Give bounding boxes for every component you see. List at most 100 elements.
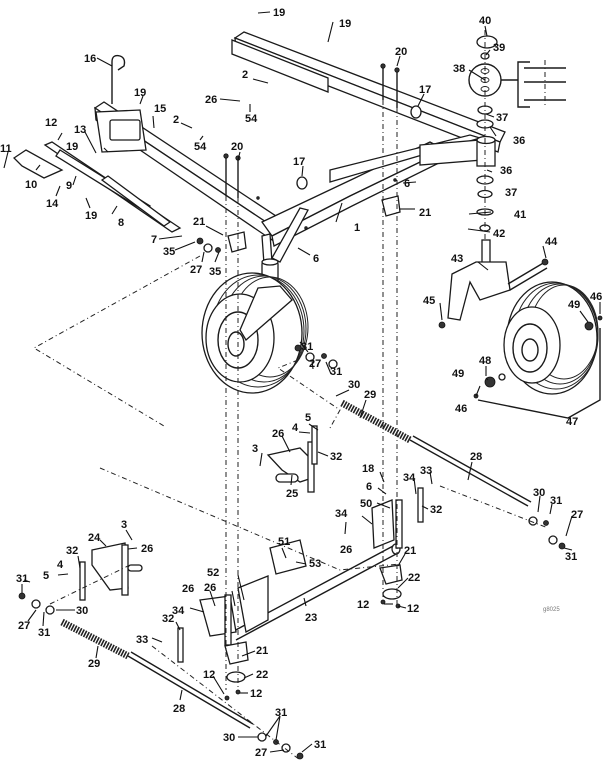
callout-4: 4 (57, 559, 64, 571)
callout-22: 22 (408, 572, 420, 584)
callout-32: 32 (330, 451, 342, 463)
callout-33: 33 (136, 634, 148, 646)
callout-49: 49 (568, 299, 580, 311)
callout-45: 45 (423, 295, 435, 307)
callout-17: 17 (419, 84, 431, 96)
caster-fork-right (438, 239, 549, 329)
callout-26: 26 (141, 543, 153, 555)
bumper-17-left (296, 176, 308, 190)
clamps (224, 195, 403, 683)
callout-37: 37 (505, 187, 517, 199)
callout-15: 15 (154, 103, 166, 115)
phantom-lines (32, 30, 549, 761)
callout-27: 27 (309, 358, 321, 370)
callout-31: 31 (301, 341, 313, 353)
callout-21: 21 (404, 545, 416, 557)
callout-50: 50 (360, 498, 372, 510)
callout-2: 2 (242, 69, 248, 81)
callout-19: 19 (85, 210, 97, 222)
callout-6: 6 (366, 481, 372, 493)
callout-31: 31 (550, 495, 562, 507)
callout-51: 51 (278, 536, 290, 548)
callout-39: 39 (493, 42, 505, 54)
callout-30: 30 (348, 379, 360, 391)
callout-20: 20 (395, 46, 407, 58)
callout-34: 34 (403, 472, 416, 484)
callout-41: 41 (514, 209, 526, 221)
callout-31: 31 (565, 551, 577, 563)
callout-29: 29 (364, 389, 376, 401)
callout-35: 35 (209, 266, 221, 278)
callout-26: 26 (272, 428, 284, 440)
callout-23: 23 (305, 612, 317, 624)
callout-3: 3 (121, 519, 127, 531)
callout-12: 12 (407, 603, 419, 615)
callout-31: 31 (275, 707, 287, 719)
callout-19: 19 (273, 7, 285, 19)
link-plates-32 (79, 425, 424, 663)
callout-26: 26 (340, 544, 352, 556)
callout-3: 3 (252, 443, 258, 455)
lever-arms (91, 441, 403, 646)
callout-9: 9 (66, 180, 72, 192)
callout-21: 21 (256, 645, 268, 657)
callout-27: 27 (255, 747, 267, 759)
hitch-assembly (12, 54, 182, 233)
callout-6: 6 (313, 253, 319, 265)
callout-14: 14 (46, 198, 59, 210)
callout-8: 8 (118, 217, 124, 229)
callout-24: 24 (88, 532, 101, 544)
callout-6: 6 (404, 178, 410, 190)
callout-43: 43 (451, 253, 463, 265)
callout-4: 4 (292, 422, 299, 434)
callout-16: 16 (84, 53, 96, 65)
callout-22: 22 (256, 669, 268, 681)
callout-13: 13 (74, 124, 86, 136)
callout-46: 46 (455, 403, 467, 415)
callout-34: 34 (335, 508, 348, 520)
callout-53: 53 (309, 558, 321, 570)
callout-26: 26 (205, 94, 217, 106)
callout-26: 26 (204, 582, 216, 594)
callout-33: 33 (420, 465, 432, 477)
callout-29: 29 (88, 658, 100, 670)
callout-30: 30 (223, 732, 235, 744)
rods-28 (127, 435, 532, 729)
callout-31: 31 (314, 739, 326, 751)
callout-12: 12 (250, 688, 262, 700)
callout-labels: 19 19 40 39 38 16 20 2 19 15 26 17 54 2 … (0, 7, 602, 759)
callout-5: 5 (43, 570, 49, 582)
callout-32: 32 (162, 613, 174, 625)
callout-48: 48 (479, 355, 491, 367)
callout-19: 19 (339, 18, 351, 30)
spring-29-lower (60, 618, 130, 660)
callout-7: 7 (151, 234, 157, 246)
wheel-left (201, 272, 309, 394)
callout-25: 25 (286, 488, 298, 500)
callout-35: 35 (163, 246, 175, 258)
bumper-17-right (410, 105, 422, 119)
callout-49: 49 (452, 368, 464, 380)
callout-12: 12 (357, 599, 369, 611)
figure-code: g8025 (543, 607, 560, 613)
callout-47: 47 (566, 416, 578, 428)
callout-32: 32 (430, 504, 442, 516)
callout-18: 18 (362, 463, 374, 475)
callout-54: 54 (245, 113, 258, 125)
bolts-20 (223, 63, 400, 198)
callout-27: 27 (18, 620, 30, 632)
callout-11: 11 (0, 143, 12, 155)
callout-2: 2 (173, 114, 179, 126)
callout-27: 27 (571, 509, 583, 521)
callout-44: 44 (545, 236, 558, 248)
callout-12: 12 (203, 669, 215, 681)
callout-36: 36 (500, 165, 512, 177)
callout-30: 30 (533, 487, 545, 499)
callout-21: 21 (419, 207, 431, 219)
callout-31: 31 (38, 627, 50, 639)
callout-20: 20 (231, 141, 243, 153)
callout-30: 30 (76, 605, 88, 617)
callout-42: 42 (493, 228, 505, 240)
